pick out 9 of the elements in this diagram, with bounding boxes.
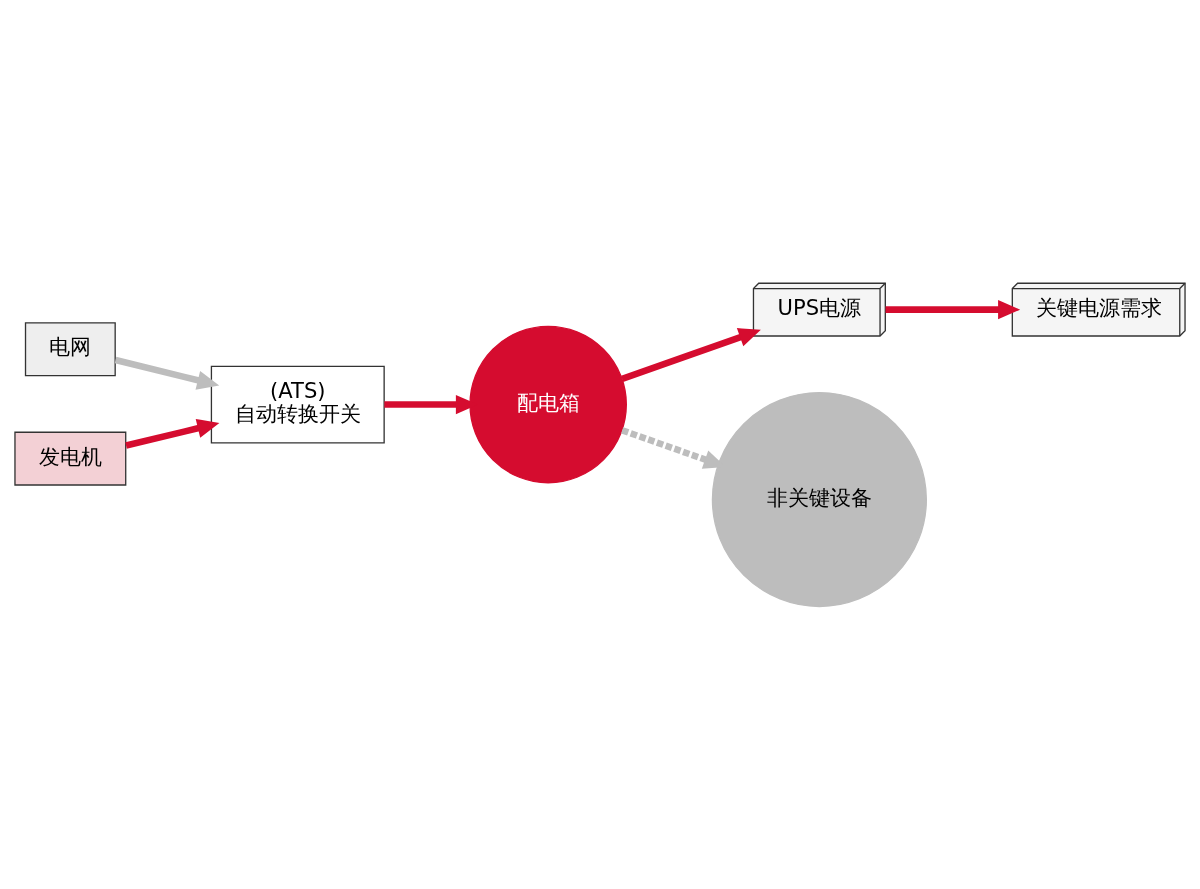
node-circle: 非关键设备 — [711, 391, 927, 607]
arrow — [885, 299, 1021, 319]
arrow — [114, 356, 220, 390]
node-box: 发电机 — [14, 431, 127, 486]
node-box: 电网 — [24, 321, 116, 376]
arrow — [125, 418, 220, 449]
arrow — [621, 327, 761, 382]
node-circle: 配电箱 — [469, 325, 627, 483]
node-box: (ATS) 自动转换开关 — [210, 365, 385, 443]
